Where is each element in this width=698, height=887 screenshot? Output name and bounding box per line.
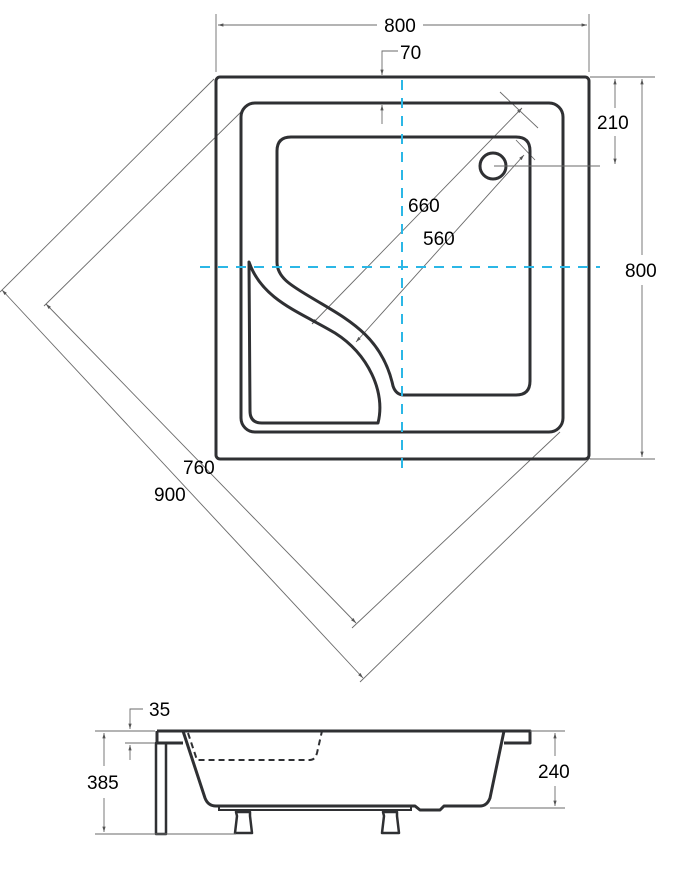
rim-label: 70: [400, 43, 421, 64]
rim-thickness-label: 35: [149, 700, 170, 721]
diag-900-label: 900: [154, 485, 186, 506]
diagonal-dimensions: [0, 78, 591, 683]
drain-diag-label: 560: [423, 229, 455, 250]
width-label: 800: [384, 16, 416, 37]
tub-height-label: 240: [538, 762, 570, 783]
leg-right: [380, 810, 401, 835]
straight-dimensions: [215, 14, 655, 460]
side-view: [154, 729, 532, 836]
side-dimensions: [95, 708, 565, 835]
tray-basin: [275, 135, 532, 397]
diag-760-label: 760: [183, 458, 215, 479]
depth-label: 800: [625, 261, 657, 282]
tray-seat: [247, 260, 382, 425]
leg-left: [233, 810, 254, 835]
drain-offset-label: 210: [597, 113, 629, 134]
total-height-label: 385: [87, 773, 119, 794]
inner-diag-label: 660: [408, 196, 440, 217]
